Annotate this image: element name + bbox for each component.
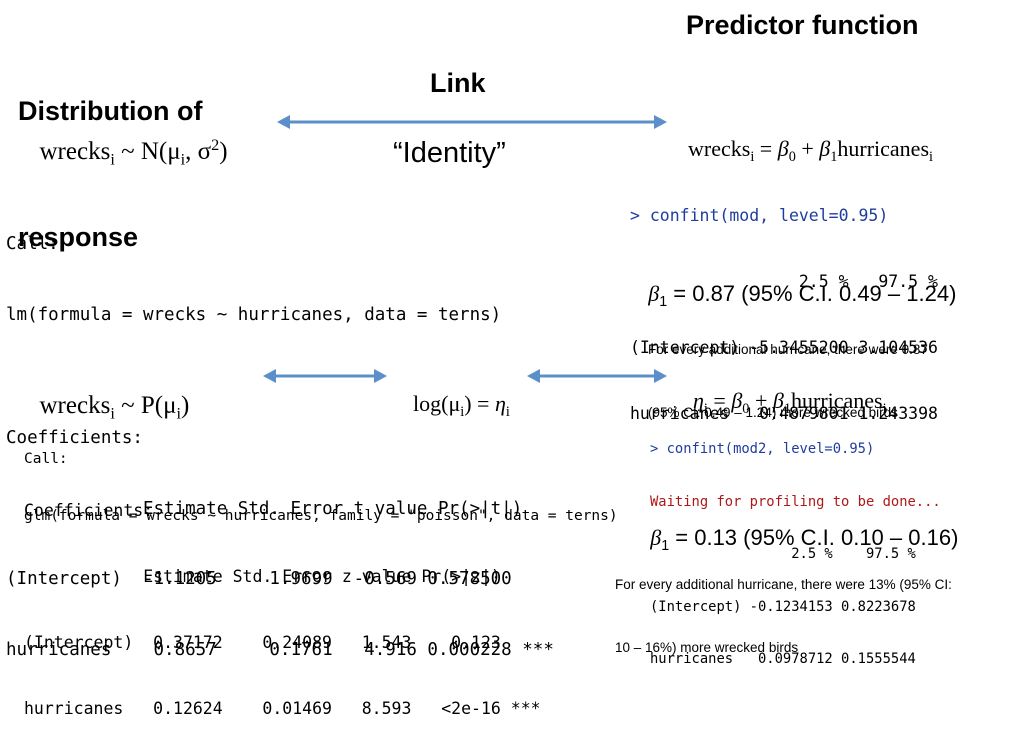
eq-text: )	[219, 138, 228, 165]
note-line: For every additional hurricane, there we…	[648, 342, 928, 357]
eq-text: ~ N(μ	[114, 138, 181, 165]
beta1-poisson-estimate: β1 = 0.13 (95% C.I. 0.10 – 0.16)	[638, 499, 959, 554]
eq-subscript: 0	[788, 149, 796, 165]
eq-text: hurricanes	[791, 388, 883, 413]
beta-symbol: β	[819, 136, 831, 161]
eta-symbol: η	[494, 391, 506, 416]
distribution-heading-line1: Distribution of	[18, 96, 203, 126]
confint-message: Waiting for profiling to be done...	[650, 493, 941, 510]
arrowhead-left	[263, 369, 276, 383]
poisson-right-arrow	[527, 369, 667, 383]
eq-subscript: 1	[659, 294, 668, 310]
eq-text: , σ	[185, 138, 212, 165]
eq-subscript: i	[505, 404, 510, 420]
eq-subscript: 1	[830, 149, 838, 165]
glm-line: (Intercept) 0.37172 0.24089 1.543 0.123	[24, 633, 501, 652]
beta-text: = 0.13 (95% C.I. 0.10 – 0.16)	[669, 525, 959, 550]
glm-coefficients-output: Coefficients: Estimate Std. Error z valu…	[24, 456, 541, 742]
confint-line: 2.5 % 97.5 %	[650, 546, 916, 562]
beta-symbol: β	[772, 388, 784, 413]
confint-line: 2.5 % 97.5 %	[630, 272, 938, 291]
eq-text: wrecks	[688, 136, 751, 161]
eq-text: +	[795, 136, 820, 161]
confint-command: > confint(mod, level=0.95)	[630, 206, 889, 225]
glm-line: hurricanes 0.12624 0.01469 8.593 <2e-16 …	[24, 699, 541, 718]
poisson-predictor-equation: ηi = β0 + β1hurricanesi	[682, 362, 887, 417]
distribution-heading-line2: response	[18, 222, 139, 252]
normal-distribution-equation: wrecksi ~ N(μi, σ2)	[27, 110, 228, 169]
beta1-estimate: β1 = 0.87 (95% C.I. 0.49 – 1.24)	[636, 255, 957, 310]
glm-line: glm(formula = wrecks ~ hurricanes, famil…	[24, 508, 618, 524]
beta-symbol: β	[648, 281, 660, 306]
normal-link-arrow	[277, 115, 667, 129]
eq-subscript: i	[460, 404, 465, 420]
confint-line: (Intercept) -5.3455200 3.104536	[630, 338, 938, 357]
beta-symbol: β	[650, 525, 662, 550]
eq-text: +	[749, 388, 773, 413]
eq-text: ~ P(μ	[114, 392, 177, 419]
arrowhead-left	[277, 115, 290, 129]
eq-subscript: i	[176, 404, 182, 423]
beta-symbol: β	[777, 136, 789, 161]
lm-line: lm(formula = wrecks ~ hurricanes, data =…	[6, 304, 502, 325]
confint-output: > confint(mod, level=0.95) 2.5 % 97.5 % …	[630, 161, 938, 447]
eq-subscript: i	[750, 149, 755, 165]
eq-subscript: i	[110, 150, 115, 169]
link-arrows	[263, 115, 667, 383]
log-link-equation: log(μi) = ηi	[402, 365, 510, 420]
lm-line: Coefficients:	[6, 428, 143, 448]
link-heading: Link	[430, 68, 486, 98]
arrowhead-right	[374, 369, 387, 383]
eq-text: =	[707, 388, 732, 413]
eq-text: hurricanes	[837, 136, 930, 161]
eq-subscript: i	[882, 401, 887, 417]
lm-line: Call:	[6, 234, 59, 254]
glm-line: Coefficients:	[24, 501, 154, 520]
normal-interpretation: For every additional hurricane, there we…	[648, 297, 928, 444]
beta-text: = 0.87 (95% C.I. 0.49 – 1.24)	[667, 281, 957, 306]
predictor-heading: Predictor function	[686, 10, 919, 40]
poisson-distribution-equation: wrecksi ~ P(μi)	[27, 364, 190, 423]
eq-text: ) =	[464, 391, 495, 416]
normal-predictor-equation: wrecksi = β0 + β1hurricanesi	[677, 110, 933, 165]
identity-label: “Identity”	[393, 137, 506, 169]
arrowhead-left	[527, 369, 540, 383]
eq-subscript: 1	[783, 401, 791, 417]
arrowhead-right	[654, 115, 667, 129]
eq-subscript: i	[110, 404, 115, 423]
distribution-heading: Distribution of response	[18, 6, 202, 300]
beta-symbol: β	[731, 388, 743, 413]
arrowhead-right	[654, 369, 667, 383]
lm-line: Estimate Std. Error t value Pr(>|t|)	[6, 498, 523, 519]
confint-command: > confint(mod2, level=0.95)	[650, 441, 875, 457]
eq-subscript: i	[180, 150, 186, 169]
eq-superscript: 2	[211, 136, 220, 155]
poisson-left-arrow	[263, 369, 387, 383]
arrow-group	[263, 115, 667, 383]
eq-subscript: 1	[661, 538, 670, 554]
eq-text: )	[181, 392, 190, 419]
note-line: 10 – 16%) more wrecked birds	[615, 640, 799, 655]
glm-call-output: Call: glm(formula = wrecks ~ hurricanes,…	[24, 412, 618, 545]
eq-text: =	[754, 136, 778, 161]
note-line: (95% CI: 0.49 – 1.24) more wrecked birds	[648, 405, 898, 420]
glm-line: Call:	[24, 451, 68, 467]
glm-line: Estimate Std. Error z value Pr(>|z|)	[24, 567, 501, 586]
eq-subscript: 0	[742, 401, 750, 417]
eq-text: wrecks	[39, 392, 111, 419]
poisson-interpretation: For every additional hurricane, there we…	[615, 532, 952, 679]
eta-symbol: η	[693, 388, 704, 413]
eq-text: wrecks	[39, 138, 111, 165]
eq-subscript: i	[703, 401, 708, 417]
eq-text: log(μ	[413, 391, 461, 416]
confint-line: hurricanes 0.4879801 1.243398	[630, 404, 938, 423]
note-line: For every additional hurricane, there we…	[615, 577, 952, 592]
eq-subscript: i	[929, 149, 933, 165]
